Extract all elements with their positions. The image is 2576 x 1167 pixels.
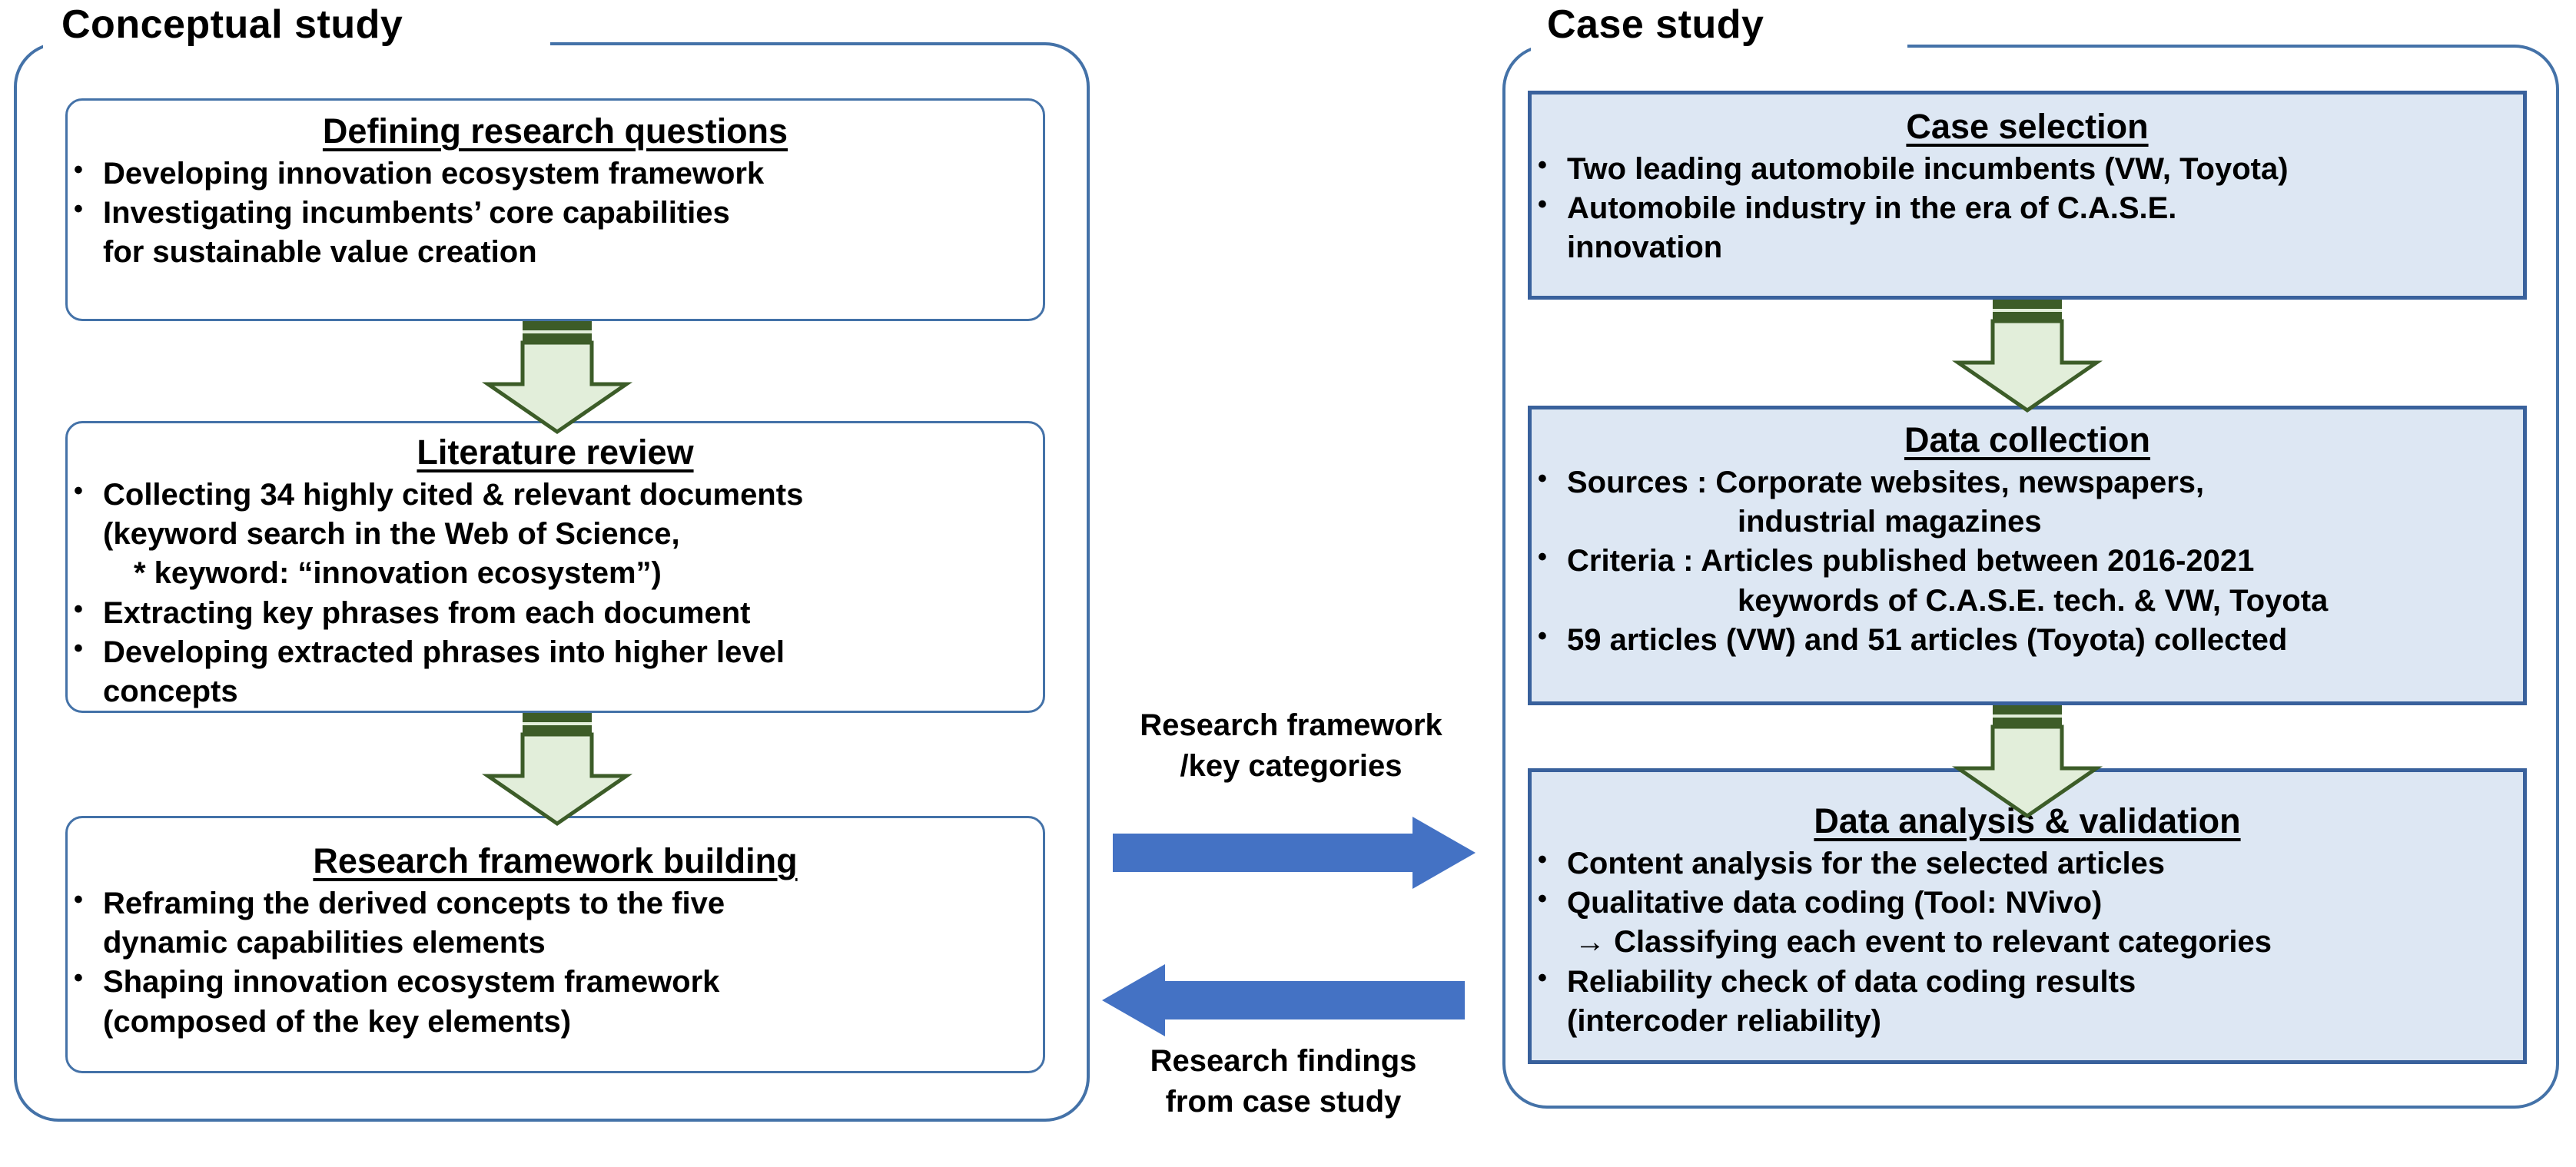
- list-item: (keyword search in the Web of Science,: [103, 517, 680, 552]
- case-study-title: Case study: [1547, 2, 1764, 47]
- down-arrow-icon: [1950, 293, 2104, 416]
- box-title: Literature review: [417, 433, 694, 472]
- list-item: Extracting key phrases from each documen…: [68, 593, 1043, 633]
- conceptual-study-title-gap: [43, 31, 550, 57]
- case-study-panel: [1502, 45, 2559, 1109]
- conceptual-study-panel: [14, 42, 1090, 1122]
- list-item: 59 articles (VW) and 51 articles (Toyota…: [1532, 620, 2523, 660]
- list-item: Developing innovation ecosystem framewor…: [68, 154, 1043, 194]
- box-bullet-list: Reframing the derived concepts to the fi…: [68, 884, 1043, 1042]
- list-item: keywords of C.A.S.E. tech. & VW, Toyota: [1738, 583, 2329, 618]
- box-data-analysis-validation: Data analysis & validation Content analy…: [1528, 768, 2527, 1064]
- list-item: industrial magazines: [1738, 505, 2042, 539]
- box-bullet-list: Two leading automobile incumbents (VW, T…: [1532, 149, 2523, 268]
- list-item: Collecting 34 highly cited & relevant do…: [68, 475, 1043, 515]
- conceptual-study-title: Conceptual study: [61, 2, 403, 47]
- box-research-framework-building: Research framework building Reframing th…: [65, 816, 1045, 1073]
- list-item: Two leading automobile incumbents (VW, T…: [1532, 149, 2523, 189]
- list-item: → Classifying each event to relevant cat…: [1575, 925, 2272, 960]
- list-item: Content analysis for the selected articl…: [1532, 844, 2523, 884]
- box-literature-review: Literature review Collecting 34 highly c…: [65, 421, 1045, 713]
- box-bullet-list: Collecting 34 highly cited & relevant do…: [68, 475, 1043, 711]
- box-case-selection: Case selection Two leading automobile in…: [1528, 91, 2527, 300]
- box-title: Data collection: [1904, 420, 2151, 459]
- list-item: Shaping innovation ecosystem framework: [68, 962, 1043, 1002]
- list-item: Qualitative data coding (Tool: NVivo): [1532, 883, 2523, 923]
- list-item: (composed of the key elements): [103, 1004, 572, 1039]
- list-item: (intercoder reliability): [1567, 1003, 1881, 1038]
- list-item: concepts: [103, 674, 238, 708]
- list-item: Automobile industry in the era of C.A.S.…: [1532, 188, 2523, 228]
- box-defining-research-questions: Defining research questions Developing i…: [65, 98, 1045, 321]
- case-study-title-gap: [1531, 34, 1907, 58]
- box-bullet-list: Sources : Corporate websites, newspapers…: [1532, 462, 2523, 660]
- list-item: for sustainable value creation: [103, 235, 537, 270]
- box-title: Case selection: [1906, 107, 2149, 146]
- forward-arrow-icon: [1113, 817, 1476, 890]
- list-item: Investigating incumbents’ core capabilit…: [68, 193, 1043, 233]
- list-item: Reliability check of data coding results: [1532, 962, 2523, 1002]
- feedback-arrow-icon: [1102, 964, 1465, 1037]
- list-item: Criteria : Articles published between 20…: [1532, 541, 2523, 581]
- box-bullet-list: Developing innovation ecosystem framewor…: [68, 154, 1043, 273]
- box-title: Defining research questions: [322, 111, 788, 151]
- box-bullet-list: Content analysis for the selected articl…: [1532, 844, 2523, 1041]
- box-title: Research framework building: [313, 841, 798, 880]
- down-arrow-icon: [480, 707, 634, 830]
- box-data-collection: Data collection Sources : Corporate webs…: [1528, 406, 2527, 705]
- feedback-flow-label: Research findings from case study: [1150, 1044, 1417, 1119]
- forward-flow-label: Research framework /key categories: [1140, 708, 1442, 783]
- list-item: innovation: [1567, 230, 1723, 265]
- down-arrow-icon: [1950, 699, 2104, 822]
- list-item: Sources : Corporate websites, newspapers…: [1532, 462, 2523, 502]
- list-item: Developing extracted phrases into higher…: [68, 632, 1043, 672]
- list-item: dynamic capabilities elements: [103, 926, 546, 960]
- list-item: * keyword: “innovation ecosystem”): [134, 556, 662, 591]
- list-item: Reframing the derived concepts to the fi…: [68, 884, 1043, 923]
- down-arrow-icon: [480, 315, 634, 438]
